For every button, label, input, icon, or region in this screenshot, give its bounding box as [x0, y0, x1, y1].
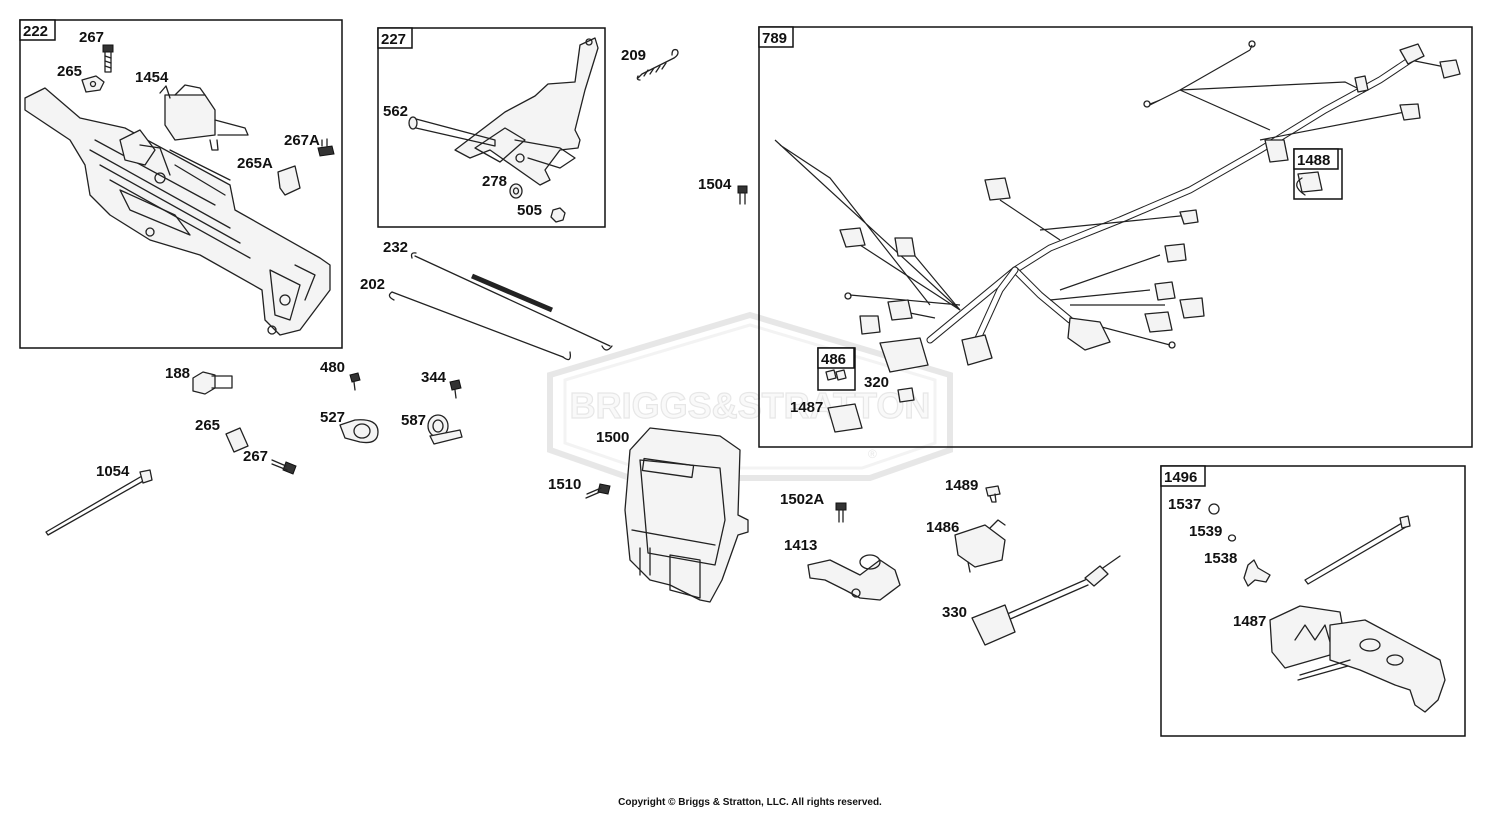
watermark-reg: ® [868, 447, 877, 461]
bolt-1510-icon [585, 483, 611, 499]
part-label-267-lower[interactable]: 267 [243, 448, 268, 465]
group-tag-222[interactable]: 222 [19, 19, 56, 41]
sensor-1413-icon [807, 554, 901, 601]
bolt-267-icon [102, 44, 114, 73]
bracket-265a-icon [277, 165, 301, 196]
group-tag-1496-text: 1496 [1164, 469, 1197, 486]
throttle-bracket-drawing [454, 37, 599, 186]
clamp-587-icon [427, 414, 463, 445]
part-label-1454[interactable]: 1454 [135, 69, 169, 86]
group-tag-227[interactable]: 227 [377, 27, 413, 49]
screw-267-lower-icon [271, 459, 297, 475]
part-label-587[interactable]: 587 [401, 412, 426, 429]
part-label-1510[interactable]: 1510 [548, 476, 581, 493]
part-label-1537[interactable]: 1537 [1168, 496, 1201, 513]
copyright-notice: Copyright © Briggs & Stratton, LLC. All … [618, 797, 882, 808]
part-label-1413[interactable]: 1413 [784, 537, 817, 554]
part-label-265[interactable]: 265 [57, 63, 82, 80]
group-tag-789-text: 789 [762, 30, 787, 47]
part-label-1504[interactable]: 1504 [698, 176, 732, 193]
part-label-320[interactable]: 320 [864, 374, 889, 391]
sensor-1486-icon [954, 519, 1006, 573]
clip-265-icon [81, 75, 105, 93]
group-tag-227-text: 227 [381, 31, 406, 48]
part-label-1489[interactable]: 1489 [945, 477, 978, 494]
screw-480-icon [349, 372, 361, 391]
watermark-text: BRIGGS&STRATTON [570, 385, 931, 426]
bracket-1496-drawing [1208, 503, 1446, 713]
group-frame-222 [19, 19, 343, 349]
part-label-1502a[interactable]: 1502A [780, 491, 824, 508]
rod-202-icon [388, 291, 571, 361]
part-label-1538[interactable]: 1538 [1204, 550, 1237, 567]
part-label-1486[interactable]: 1486 [926, 519, 959, 536]
spring-209-icon [636, 48, 679, 81]
group-frame-789 [758, 26, 1473, 448]
screw-344-icon [449, 379, 462, 399]
part-label-265a[interactable]: 265A [237, 155, 273, 172]
sensor-330-icon [971, 555, 1121, 646]
group-tag-1496[interactable]: 1496 [1160, 465, 1206, 487]
group-tag-222-text: 222 [23, 23, 48, 40]
part-label-562[interactable]: 562 [383, 103, 408, 120]
bolt-188-icon [192, 371, 233, 395]
group-tag-486-text: 486 [821, 351, 846, 368]
part-label-1487-lower[interactable]: 1487 [1233, 613, 1266, 630]
control-bracket-drawing [24, 87, 331, 336]
clip-265-lower-icon [225, 427, 249, 453]
group-frame-227 [377, 27, 606, 228]
part-label-209[interactable]: 209 [621, 47, 646, 64]
nut-505-icon [550, 207, 566, 223]
group-frame-1496 [1160, 465, 1466, 737]
cable-tie-1054-icon [45, 469, 153, 536]
part-label-1539[interactable]: 1539 [1189, 523, 1222, 540]
part-label-527[interactable]: 527 [320, 409, 345, 426]
group-tag-1488-text: 1488 [1297, 152, 1330, 169]
washer-278-icon [509, 183, 523, 199]
part-label-1054[interactable]: 1054 [96, 463, 130, 480]
part-label-265-lower[interactable]: 265 [195, 417, 220, 434]
switch-1454-icon [159, 84, 249, 151]
part-label-267[interactable]: 267 [79, 29, 104, 46]
bolt-1502a-icon [835, 502, 847, 523]
part-label-278[interactable]: 278 [482, 173, 507, 190]
part-label-480[interactable]: 480 [320, 359, 345, 376]
part-label-344[interactable]: 344 [421, 369, 447, 386]
bolt-1504-icon [737, 185, 748, 205]
group-tag-486[interactable]: 486 [817, 347, 855, 369]
spring-link-232-icon [410, 252, 613, 351]
ecu-1500-drawing [624, 427, 749, 603]
part-label-267a[interactable]: 267A [284, 132, 320, 149]
part-label-1500[interactable]: 1500 [596, 429, 629, 446]
group-tag-789[interactable]: 789 [758, 26, 794, 48]
screw-1489-icon [985, 485, 1001, 503]
part-labels: 267 265 1454 267A 265A 562 278 505 209 2… [57, 29, 1266, 630]
group-tag-1488[interactable]: 1488 [1293, 148, 1339, 170]
part-label-505[interactable]: 505 [517, 202, 542, 219]
part-label-1487-upper[interactable]: 1487 [790, 399, 823, 416]
screw-267a-icon [317, 138, 335, 157]
part-label-330[interactable]: 330 [942, 604, 967, 621]
pin-562-icon [408, 116, 496, 147]
part-label-202[interactable]: 202 [360, 276, 385, 293]
part-label-188[interactable]: 188 [165, 365, 190, 382]
watermark: BRIGGS&STRATTON ® [547, 311, 953, 481]
wire-harness-drawing [774, 40, 1461, 433]
part-label-232[interactable]: 232 [383, 239, 408, 256]
clamp-527-icon [339, 419, 379, 444]
